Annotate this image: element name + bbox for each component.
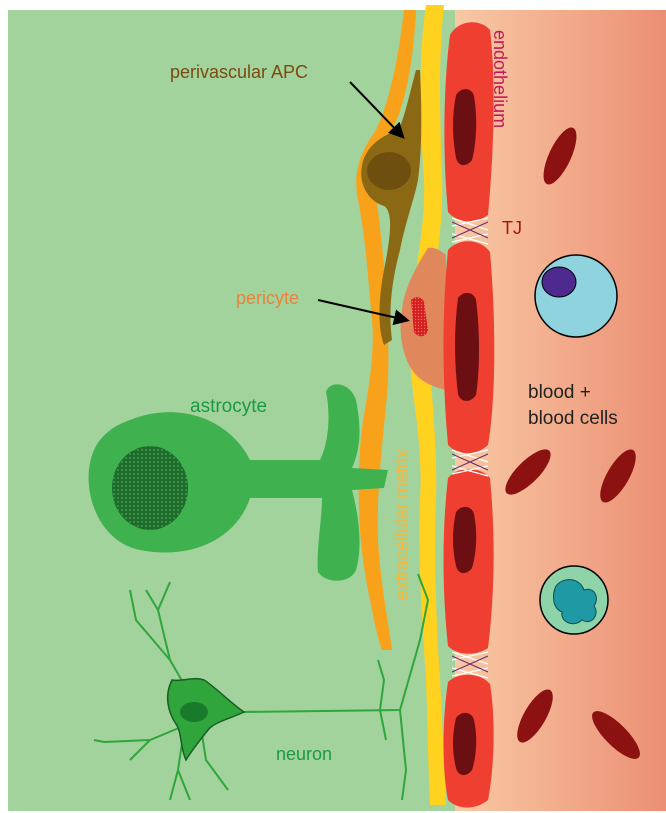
endothelium — [444, 22, 495, 807]
label-tj: TJ — [502, 218, 522, 238]
endothelial-nucleus — [455, 293, 479, 401]
label-pericyte: pericyte — [236, 288, 299, 308]
astrocyte-nucleus — [112, 446, 188, 530]
lymphocyte-nucleus — [542, 267, 576, 297]
endothelial-nucleus — [453, 507, 476, 573]
endothelial-nucleus — [453, 713, 476, 775]
label-blood-line2: blood cells — [528, 408, 618, 429]
label-perivascular-apc: perivascular APC — [170, 62, 308, 82]
endothelial-nucleus — [453, 89, 476, 165]
label-blood-line1: blood + — [528, 382, 591, 403]
label-extracellular-matrix: extracellular matrix — [392, 449, 412, 600]
neuron-nucleus — [180, 702, 208, 722]
label-endothelium: endothelium — [490, 30, 510, 128]
apc-nucleus — [367, 152, 411, 190]
label-neuron: neuron — [276, 744, 332, 764]
lymphocyte — [535, 255, 617, 337]
label-astrocyte: astrocyte — [190, 396, 267, 417]
